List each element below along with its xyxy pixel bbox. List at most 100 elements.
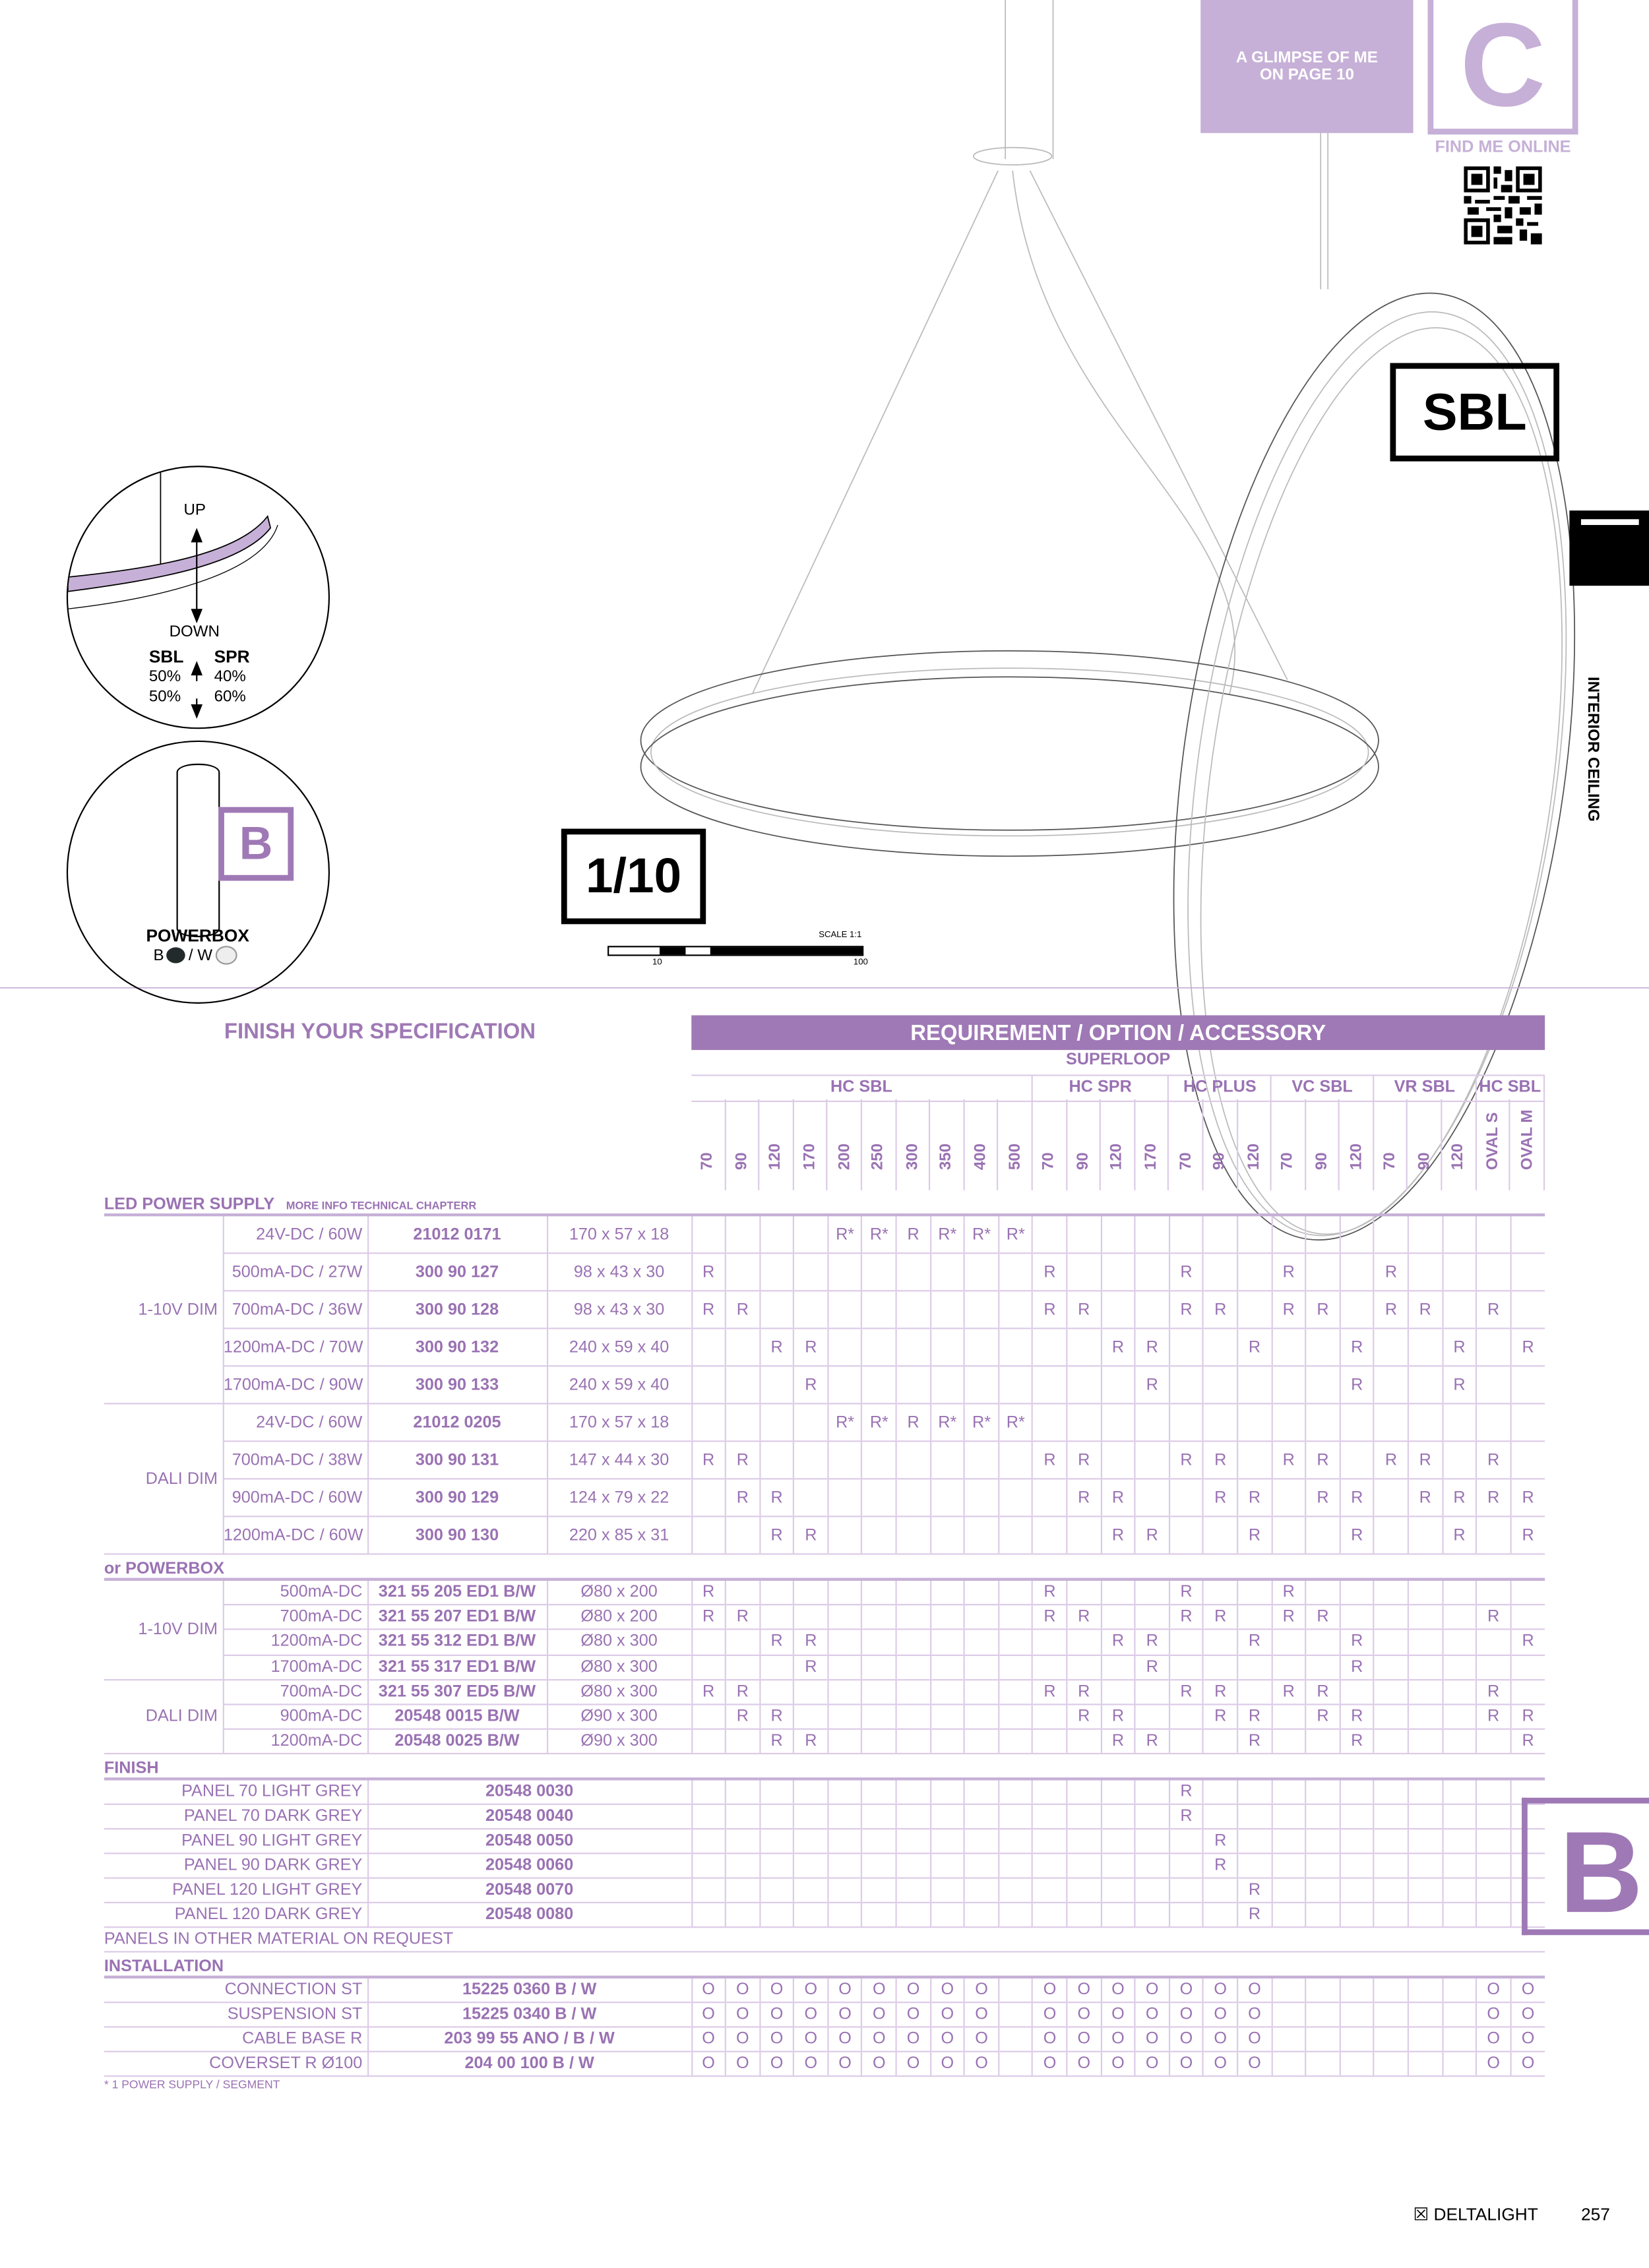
power-spec: 1200mA-DC / 70W (222, 1328, 369, 1367)
requirement-cell (724, 1215, 760, 1254)
requirement-cell (1509, 1403, 1545, 1442)
requirement-cell (1202, 1328, 1238, 1367)
requirement-cell (793, 1854, 828, 1880)
requirement-cell (929, 1878, 965, 1904)
power-spec: 500mA-DC / 27W (222, 1253, 369, 1292)
requirement-cell (759, 1579, 794, 1606)
requirement-cell (1270, 1854, 1306, 1880)
requirement-cell (793, 1704, 828, 1731)
column-group-header: HC SBL (1477, 1076, 1545, 1101)
requirement-cell: O (1202, 2027, 1238, 2053)
requirement-cell (1270, 2052, 1306, 2077)
requirement-cell: R (1373, 1441, 1408, 1480)
glimpse-line2: ON PAGE 10 (1259, 66, 1354, 84)
requirement-cell (1305, 1630, 1340, 1656)
brand-logo: ☒ DELTALIGHT (1413, 2204, 1538, 2224)
requirement-cell (793, 1605, 828, 1631)
glimpse-box[interactable]: A GLIMPSE OF ME ON PAGE 10 (1200, 0, 1414, 133)
requirement-cell (1100, 1605, 1135, 1631)
requirement-cell (1373, 1704, 1408, 1731)
requirement-cell (1270, 1903, 1306, 1928)
requirement-cell (1066, 1630, 1102, 1656)
requirement-cell (1407, 1403, 1443, 1442)
white-option-label: / W (188, 946, 213, 964)
column-size-label: 120 (1347, 1143, 1365, 1171)
requirement-cell: R (724, 1679, 760, 1705)
requirement-cell (1270, 1977, 1306, 2004)
requirement-cell: O (1237, 2052, 1272, 2077)
requirement-cell: R (1270, 1291, 1306, 1330)
requirement-cell (1441, 1403, 1477, 1442)
article-code: 203 99 55 ANO / B / W (367, 2027, 692, 2053)
powerbox-colors: B / W (153, 946, 237, 965)
requirement-cell (1441, 1654, 1477, 1680)
requirement-cell (1339, 1679, 1375, 1705)
requirement-cell: O (1134, 2027, 1169, 2053)
requirement-cell: O (724, 1977, 760, 2004)
requirement-cell (1373, 1779, 1408, 1806)
requirement-cell (827, 1328, 862, 1367)
requirement-cell (1032, 1804, 1067, 1830)
requirement-cell (929, 1829, 965, 1855)
requirement-cell: R (1509, 1516, 1545, 1555)
requirement-cell (964, 1479, 999, 1517)
column-header: 300 (896, 1099, 931, 1190)
requirement-cell: R (1168, 1253, 1204, 1292)
column-size-label: 170 (801, 1143, 819, 1171)
requirement-cell (1168, 1829, 1204, 1855)
requirement-cell (827, 1253, 862, 1292)
requirement-cell: R (1168, 1779, 1204, 1806)
article-code: 20548 0070 (367, 1878, 692, 1904)
requirement-cell (929, 1630, 965, 1656)
requirement-cell (895, 1291, 931, 1330)
requirement-cell (895, 1630, 931, 1656)
requirement-cell (1441, 1630, 1477, 1656)
article-code: 20548 0025 B/W (367, 1729, 548, 1755)
article-code: 20548 0080 (367, 1903, 692, 1928)
requirement-cell (1032, 1903, 1067, 1928)
article-code: 300 90 129 (367, 1479, 548, 1517)
requirement-cell (1407, 2052, 1443, 2077)
requirement-cell (1407, 1903, 1443, 1928)
requirement-cell (895, 1779, 931, 1806)
requirement-cell: O (691, 2052, 726, 2077)
requirement-cell (1168, 1878, 1204, 1904)
requirement-cell (759, 1253, 794, 1292)
column-size-label: 90 (1074, 1152, 1092, 1171)
column-header: 120 (1101, 1099, 1135, 1190)
requirement-cell (759, 1654, 794, 1680)
requirement-cell (1066, 1854, 1102, 1880)
requirement-cell (1339, 1903, 1375, 1928)
requirement-cell (1168, 1729, 1204, 1755)
side-tab[interactable] (1569, 510, 1649, 586)
dimming-group-label: DALI DIM (104, 1679, 224, 1755)
article-code: 321 55 205 ED1 B/W (367, 1579, 548, 1606)
qr-code-icon[interactable] (1464, 166, 1542, 245)
